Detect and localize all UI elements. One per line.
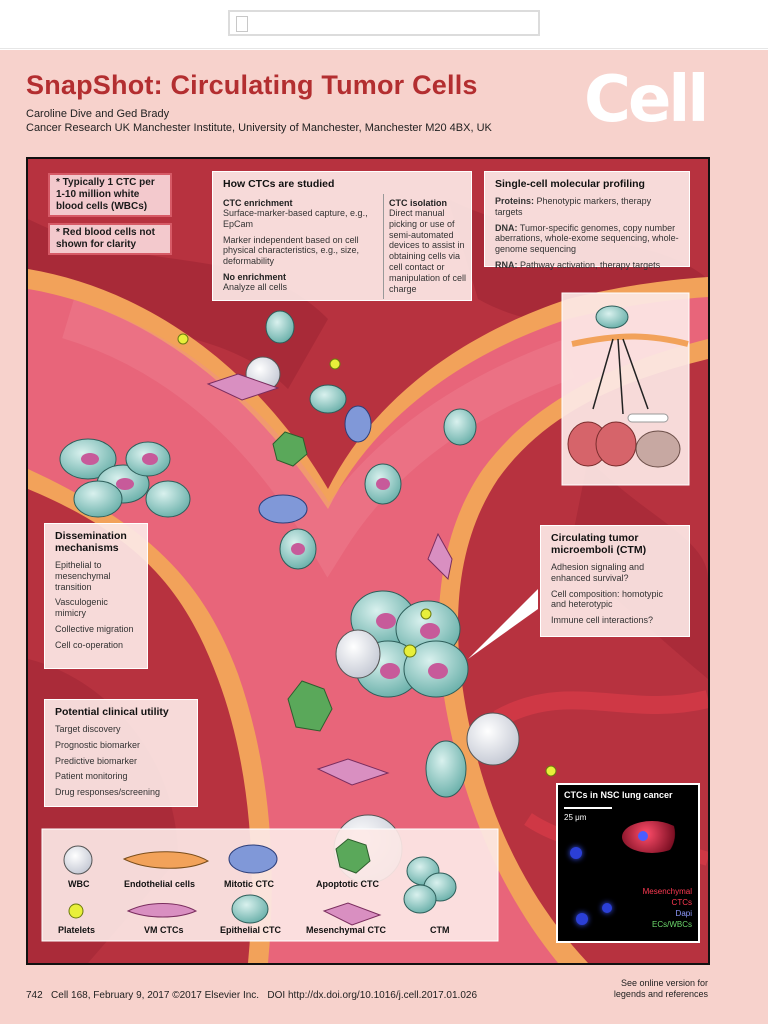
affiliation: Cancer Research UK Manchester Institute,… [26, 122, 492, 134]
dissemination-title: Dissemination mechanisms [55, 530, 127, 554]
snapshot-figure: * Typically 1 CTC per 1-10 million white… [26, 157, 710, 965]
legend-mesenchymal: Mesenchymal CTC [306, 925, 387, 935]
isolation-heading: CTC isolation [389, 198, 447, 208]
ec-wbc-stain [576, 913, 588, 925]
clinical-item: Drug responses/screening [55, 787, 161, 798]
page-icon [236, 16, 248, 32]
clinical-panel: Potential clinical utility Target discov… [44, 699, 198, 807]
enrichment-heading: CTC enrichment [223, 198, 293, 208]
ctm-panel: Circulating tumor microemboli (CTM) Adhe… [540, 525, 690, 637]
online-note: See online version for legends and refer… [613, 978, 708, 1000]
no-enrichment-heading: No enrichment [223, 271, 287, 282]
proteins-text: Phenotypic markers, therapy targets [495, 196, 652, 217]
profiling-title: Single-cell molecular profiling [495, 178, 645, 190]
clinical-item: Predictive biomarker [55, 755, 138, 766]
dapi-nucleus [638, 831, 648, 841]
dna-label: DNA: [495, 222, 518, 233]
inset-legend-dapi: Dapi [675, 909, 692, 918]
dissemination-item: Epithelial to mesenchymal transition [55, 560, 111, 592]
ctm-item: Cell composition: homotypic and heteroty… [551, 588, 664, 610]
proteins-label: Proteins: [495, 196, 535, 206]
search-field[interactable] [228, 10, 540, 36]
how-studied-title: How CTCs are studied [223, 178, 335, 190]
microscopy-inset: CTCs in NSC lung cancer 25 μm Mesenchyma… [556, 783, 700, 943]
legend-wbc: WBC [68, 879, 90, 889]
inset-title: CTCs in NSC lung cancer [564, 790, 673, 800]
ctm-item: Immune cell interactions? [551, 615, 654, 626]
ctm-item: Adhesion signaling and enhanced survival… [551, 562, 645, 583]
document-page: SnapShot: Circulating Tumor Cells Caroli… [0, 50, 768, 1024]
clinical-title: Potential clinical utility [55, 706, 169, 718]
no-enrichment-text: Analyze all cells [223, 281, 288, 292]
viewer-toolbar [0, 0, 768, 49]
page-title: SnapShot: Circulating Tumor Cells [26, 70, 478, 100]
inset-legend-mesenchymal: Mesenchymal [642, 887, 692, 896]
rbc-note: * Red blood cells not shown for clarity [48, 223, 172, 255]
dissemination-item: Cell co-operation [55, 639, 124, 650]
page-number: 742 [26, 990, 43, 1001]
doi-link[interactable]: DOI http://dx.doi.org/10.1016/j.cell.201… [267, 990, 478, 1001]
legend-apoptotic: Apoptotic CTC [316, 879, 379, 889]
legend-vm: VM CTCs [144, 925, 184, 935]
rna-text: Pathway activation, therapy targets [520, 259, 661, 270]
cell-journal-logo: Cell [584, 63, 709, 137]
ec-wbc-stain [570, 847, 582, 859]
authors: Caroline Dive and Ged Brady [26, 108, 170, 120]
profiling-panel: Single-cell molecular profiling Proteins… [484, 171, 690, 270]
ec-wbc-stain [602, 903, 612, 913]
inset-legend-ctcs: CTCs [671, 898, 692, 907]
dissemination-item: Vasculogenic mimicry [55, 597, 108, 619]
scale-bar [564, 807, 612, 809]
scale-label: 25 μm [564, 813, 587, 822]
legend-ctm: CTM [430, 925, 450, 935]
clinical-item: Target discovery [55, 724, 121, 734]
enrichment-text-1: Surface-marker-based capture, e.g., EpCa… [223, 208, 368, 229]
dna-text: Tumor-specific genomes, copy number aber… [495, 222, 679, 255]
clinical-item: Prognostic biomarker [55, 739, 141, 750]
legend-mitotic: Mitotic CTC [224, 879, 274, 889]
footer-citation: 742 Cell 168, February 9, 2017 ©2017 Els… [26, 990, 477, 1001]
isolation-text: Direct manual picking or use of semi-aut… [389, 208, 467, 294]
legend-platelets: Platelets [58, 925, 96, 935]
mesenchymal-ctc-stain [622, 821, 682, 853]
ctc-frequency-note: * Typically 1 CTC per 1-10 million white… [48, 173, 172, 217]
legend-epithelial: Epithelial CTC [220, 925, 282, 935]
enrichment-text-2: Marker independent based on cell physica… [223, 234, 360, 267]
rna-label: RNA: [495, 259, 518, 270]
clinical-item: Patient monitoring [55, 771, 128, 782]
ctm-title: Circulating tumor microemboli (CTM) [551, 532, 647, 556]
inset-legend-ecs: ECs/WBCs [652, 920, 692, 929]
dissemination-panel: Dissemination mechanisms Epithelial to m… [44, 523, 148, 669]
legend-endothelial: Endothelial cells [124, 879, 196, 889]
dissemination-item: Collective migration [55, 623, 134, 634]
how-studied-panel: How CTCs are studied CTC enrichment Surf… [212, 171, 472, 301]
citation: Cell 168, February 9, 2017 ©2017 Elsevie… [51, 990, 260, 1001]
